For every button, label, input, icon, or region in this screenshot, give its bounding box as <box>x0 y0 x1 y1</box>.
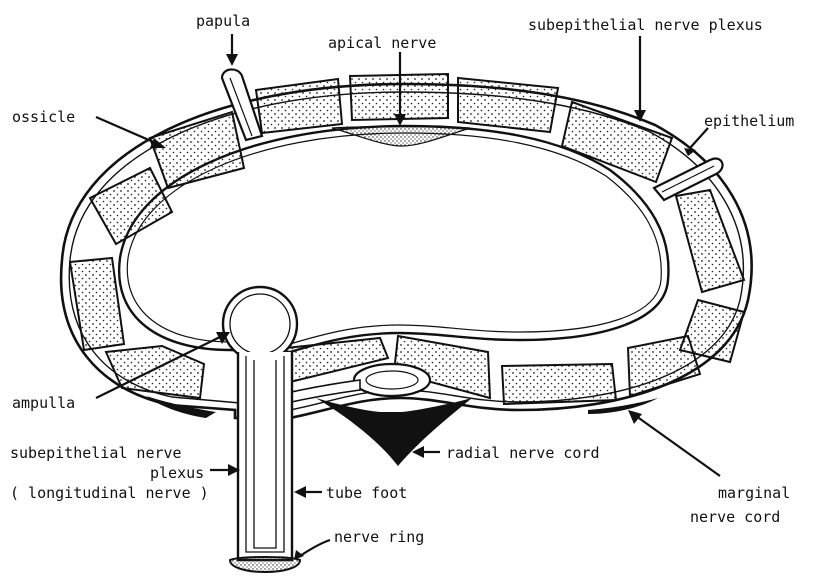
nerve-ring <box>230 557 300 572</box>
label-radial-nerve-cord: radial nerve cord <box>446 444 600 462</box>
label-marginal-nerve-cord-line1: marginal <box>718 484 790 502</box>
ossicle <box>458 78 558 132</box>
ossicle <box>256 79 342 133</box>
label-subepithelial-nerve-plexus-line3: ( longitudinal nerve ) <box>10 484 209 502</box>
label-subepithelial-nerve-plexus-top: subepithelial nerve plexus <box>528 16 763 34</box>
label-papula: papula <box>196 12 250 30</box>
label-nerve-ring: nerve ring <box>334 528 424 546</box>
label-subepithelial-nerve-plexus-line2: plexus <box>150 464 204 482</box>
label-marginal-nerve-cord-line2: nerve cord <box>690 508 780 526</box>
ossicle <box>628 336 700 396</box>
label-apical-nerve: apical nerve <box>328 34 436 52</box>
label-subepithelial-nerve-plexus-line1: subepithelial nerve <box>10 444 182 462</box>
ossicle <box>502 364 616 404</box>
label-ossicle: ossicle <box>12 108 75 126</box>
radial-canal <box>354 364 430 396</box>
label-ampulla: ampulla <box>12 394 75 412</box>
label-epithelium: epithelium <box>704 112 794 130</box>
label-tube-foot: tube foot <box>326 484 407 502</box>
